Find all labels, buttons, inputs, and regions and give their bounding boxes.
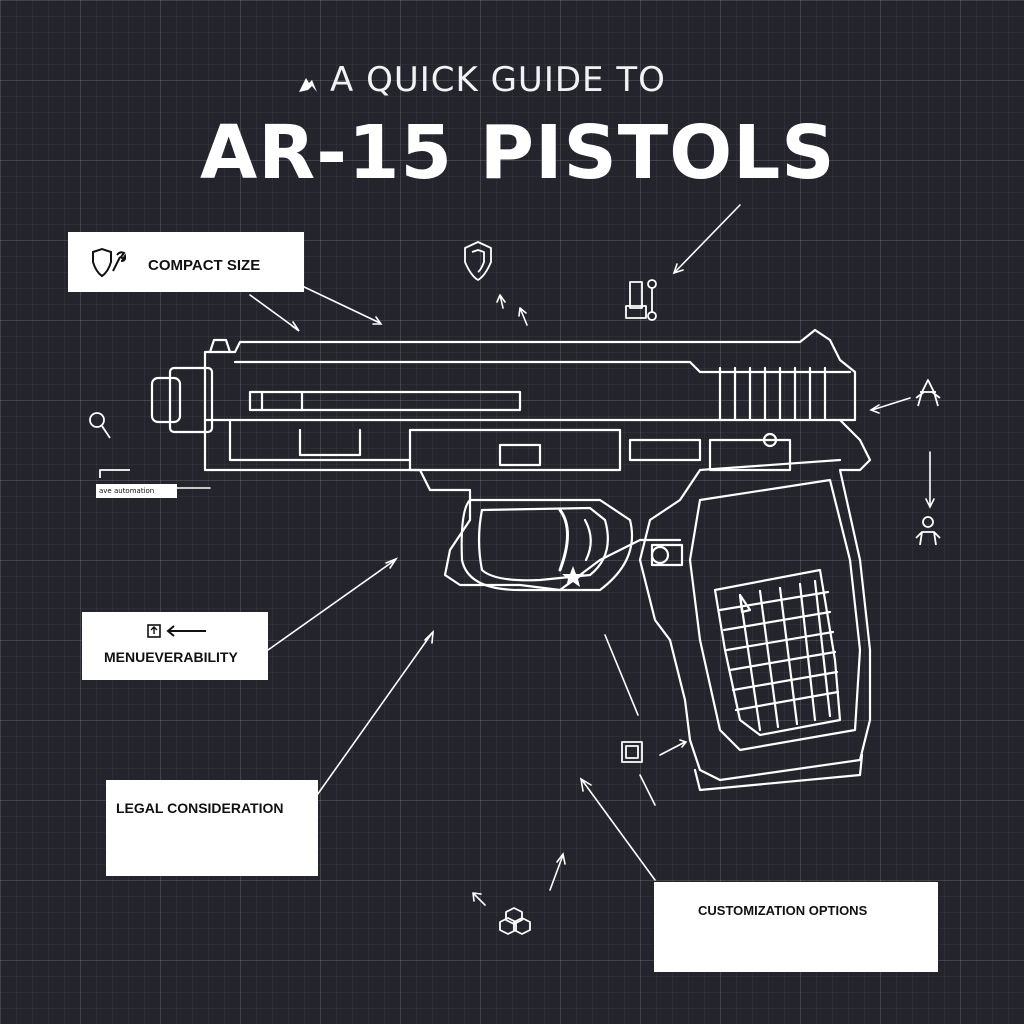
arrow-top-right xyxy=(674,204,741,273)
label-compact-size-text: COMPACT SIZE xyxy=(148,257,261,274)
slide xyxy=(203,328,857,422)
shield-icon xyxy=(464,241,492,281)
logo-mark-icon xyxy=(299,78,317,92)
arrow-left-icon xyxy=(147,624,206,638)
frame xyxy=(203,418,682,592)
cube-icon xyxy=(621,741,643,763)
page-title: AR-15 PISTOLS xyxy=(200,110,836,196)
arrow-legal xyxy=(309,632,433,806)
label-compact-size: COMPACT SIZE xyxy=(68,232,304,292)
arrow-compact-2 xyxy=(299,284,381,324)
arrow-maneuverability xyxy=(267,559,396,651)
arrow-compact-1 xyxy=(249,294,299,331)
label-maneuverability: MENUEVERABILITY xyxy=(82,612,268,680)
wrench-icon xyxy=(89,412,111,439)
hexagons-icon xyxy=(499,907,531,935)
label-maneuverability-text: MENUEVERABILITY xyxy=(104,649,238,665)
page-subtitle: A QUICK GUIDE TO xyxy=(330,60,666,100)
label-customization-text: CUSTOMIZATION OPTIONS xyxy=(698,903,868,918)
label-customization-options: CUSTOMIZATION OPTIONS xyxy=(654,882,938,972)
grip xyxy=(638,418,872,782)
arrow-customization xyxy=(581,779,656,881)
label-legal-text: LEGAL CONSIDERATION xyxy=(116,800,284,816)
small-tag: ave automation xyxy=(96,484,177,498)
figure-icon-bottom xyxy=(915,516,941,546)
arrow-right-1 xyxy=(871,397,911,411)
label-legal-consideration: LEGAL CONSIDERATION xyxy=(106,780,318,876)
trigger-guard xyxy=(460,498,634,592)
shield-wrench-icon xyxy=(92,247,126,278)
muzzle xyxy=(150,376,182,424)
arrow-bottom xyxy=(549,854,564,891)
star-icon xyxy=(562,566,584,587)
figure-icon-top xyxy=(915,379,941,407)
lock-icon xyxy=(625,279,657,321)
